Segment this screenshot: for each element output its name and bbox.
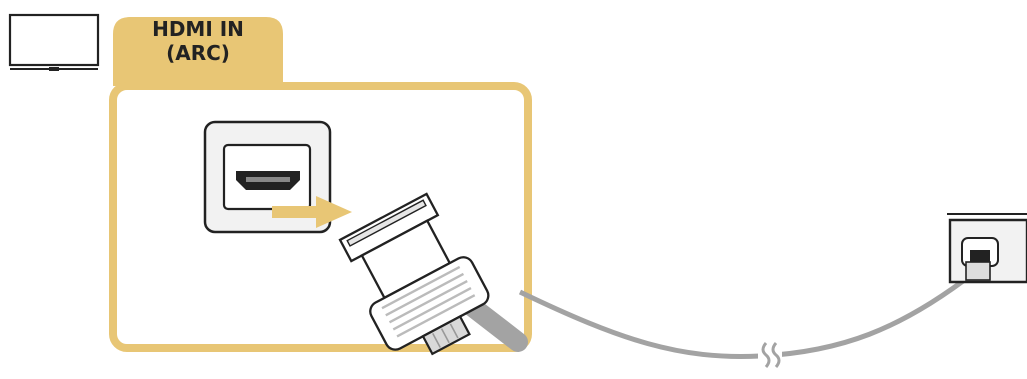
hdmi-plug-cable [460, 295, 528, 352]
hdmi-cable [518, 270, 977, 359]
hdmi-port-icon [203, 120, 332, 234]
cable-break-icon [758, 342, 782, 368]
port-label-tab [113, 17, 283, 86]
arrow-right-icon [272, 196, 352, 228]
tv-icon [8, 13, 100, 71]
hdmi-plug-icon [338, 192, 490, 356]
external-device-icon [947, 213, 1027, 284]
